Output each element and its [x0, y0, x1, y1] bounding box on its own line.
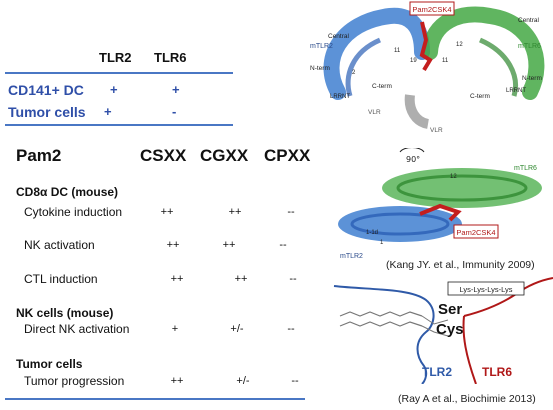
cell-csxx: ++: [166, 239, 180, 251]
svg-text:Central: Central: [328, 33, 350, 40]
cd141-tlr2: +: [110, 82, 118, 97]
cgxx-header: CGXX: [200, 146, 249, 165]
cell-csxx: +: [171, 323, 179, 335]
cell-csxx: ++: [170, 273, 184, 285]
cd141-tlr6: +: [172, 82, 180, 97]
section-title-tumor: Tumor cells: [16, 357, 83, 371]
svg-text:mTLR2: mTLR2: [310, 43, 333, 50]
ligand-label-mid: Pam2CSK4: [456, 228, 495, 237]
cell-cgxx: ++: [222, 239, 236, 251]
row-label: Direct NK activation: [24, 322, 130, 336]
cys-label: Cys: [436, 321, 464, 338]
svg-text:11: 11: [394, 48, 401, 54]
row-label-cd141: CD141+ DC: [8, 82, 84, 98]
tumor-tlr2: +: [104, 104, 112, 119]
cell-cpxx: --: [287, 323, 295, 335]
tlr6-label: TLR6: [482, 365, 512, 379]
row-label: NK activation: [24, 238, 95, 252]
svg-text:mTLR2: mTLR2: [340, 253, 363, 260]
svg-text:11: 11: [442, 58, 449, 64]
tlr-heterodimer-side-view: Pam2CSK4 Central Central mTLR2 mTLR6 N-t…: [310, 1, 545, 134]
svg-text:VLR: VLR: [368, 109, 381, 116]
svg-text:LRRNT: LRRNT: [506, 88, 526, 94]
svg-text:12: 12: [450, 174, 457, 180]
row-label: CTL induction: [24, 272, 98, 286]
svg-text:N-term: N-term: [310, 65, 330, 72]
svg-text:N-term: N-term: [522, 75, 542, 82]
svg-text:12: 12: [456, 42, 463, 48]
svg-text:1: 1: [380, 240, 384, 246]
table-rule-end: [5, 398, 305, 400]
svg-text:mTLR6: mTLR6: [514, 165, 537, 172]
cell-cgxx: ++: [234, 273, 248, 285]
tlr6-header: TLR6: [154, 50, 187, 65]
table-rule-top: [5, 72, 233, 74]
tlr2-header: TLR2: [99, 50, 132, 65]
row-label: Cytokine induction: [24, 205, 123, 219]
svg-text:LRRNT: LRRNT: [330, 94, 350, 100]
tlr2-label: TLR2: [422, 365, 452, 379]
peptide-label: Lys-Lys-Lys-Lys: [459, 285, 512, 294]
rotation-label: 90°: [406, 155, 420, 164]
svg-text:C-term: C-term: [470, 93, 490, 100]
svg-text:1-1d: 1-1d: [366, 230, 378, 236]
pam2-binding-schematic: Lys-Lys-Lys-Lys Ser Cys TLR2 TLR6: [333, 277, 553, 384]
cpxx-header: CPXX: [264, 146, 311, 165]
csxx-header: CSXX: [140, 146, 187, 165]
ser-label: Ser: [438, 301, 462, 318]
section-title-nk: NK cells (mouse): [16, 306, 114, 320]
cell-cpxx: --: [279, 239, 287, 251]
pam2-header: Pam2: [16, 146, 62, 165]
cell-cgxx: +/-: [230, 323, 244, 335]
row-label: Tumor progression: [24, 374, 125, 388]
svg-text:mTLR6: mTLR6: [518, 43, 541, 50]
table-rule-bottom: [5, 124, 233, 126]
cell-cgxx: +/-: [236, 375, 250, 387]
cell-cgxx: ++: [228, 206, 242, 218]
cell-csxx: ++: [160, 206, 174, 218]
cell-cpxx: --: [289, 273, 297, 285]
svg-text:Central: Central: [518, 17, 540, 24]
svg-text:C-term: C-term: [372, 83, 392, 90]
tlr-heterodimer-top-view: 90° Pam2CSK4 mTLR6 mTLR2 12 1 1-1d: [338, 148, 542, 260]
cell-cpxx: --: [287, 206, 295, 218]
section-title-cd8a: CD8α DC (mouse): [16, 185, 119, 199]
citation-kang: (Kang JY. et al., Immunity 2009): [386, 259, 535, 271]
ligand-label-top: Pam2CSK4: [412, 5, 451, 14]
cell-csxx: ++: [170, 375, 184, 387]
cell-cpxx: --: [291, 375, 299, 387]
svg-text:VLR: VLR: [430, 127, 443, 134]
row-label-tumor: Tumor cells: [8, 104, 86, 120]
tumor-tlr6: -: [172, 104, 177, 119]
svg-text:2: 2: [352, 70, 356, 76]
svg-text:19: 19: [410, 58, 417, 64]
citation-ray: (Ray A et al., Biochimie 2013): [398, 393, 536, 405]
